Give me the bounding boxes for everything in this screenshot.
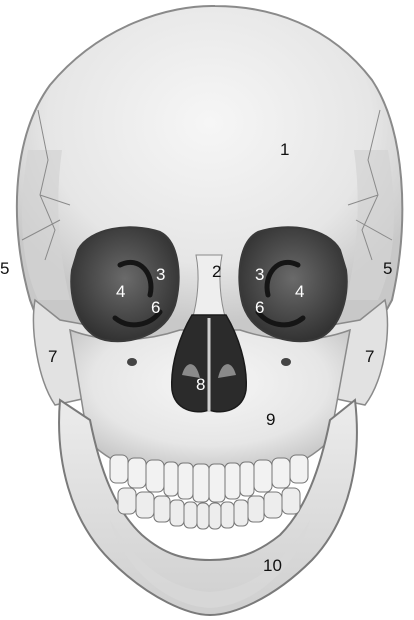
label-5-right: 5 — [383, 260, 392, 277]
infraorbital-foramen-left — [127, 358, 137, 366]
label-10-mandible: 10 — [263, 557, 282, 574]
label-4-left: 4 — [116, 283, 125, 300]
label-6-left: 6 — [151, 299, 160, 316]
label-7-right: 7 — [365, 348, 374, 365]
infraorbital-foramen-right — [281, 358, 291, 366]
label-9-maxilla: 9 — [266, 411, 275, 428]
label-3-right: 3 — [255, 266, 264, 283]
label-8-vomer: 8 — [196, 376, 205, 393]
label-5-left: 5 — [0, 260, 9, 277]
label-3-left: 3 — [156, 266, 165, 283]
label-4-right: 4 — [295, 283, 304, 300]
label-6-right: 6 — [255, 299, 264, 316]
label-1-frontal: 1 — [280, 141, 289, 158]
label-2-nasal: 2 — [212, 263, 221, 280]
label-7-left: 7 — [48, 348, 57, 365]
